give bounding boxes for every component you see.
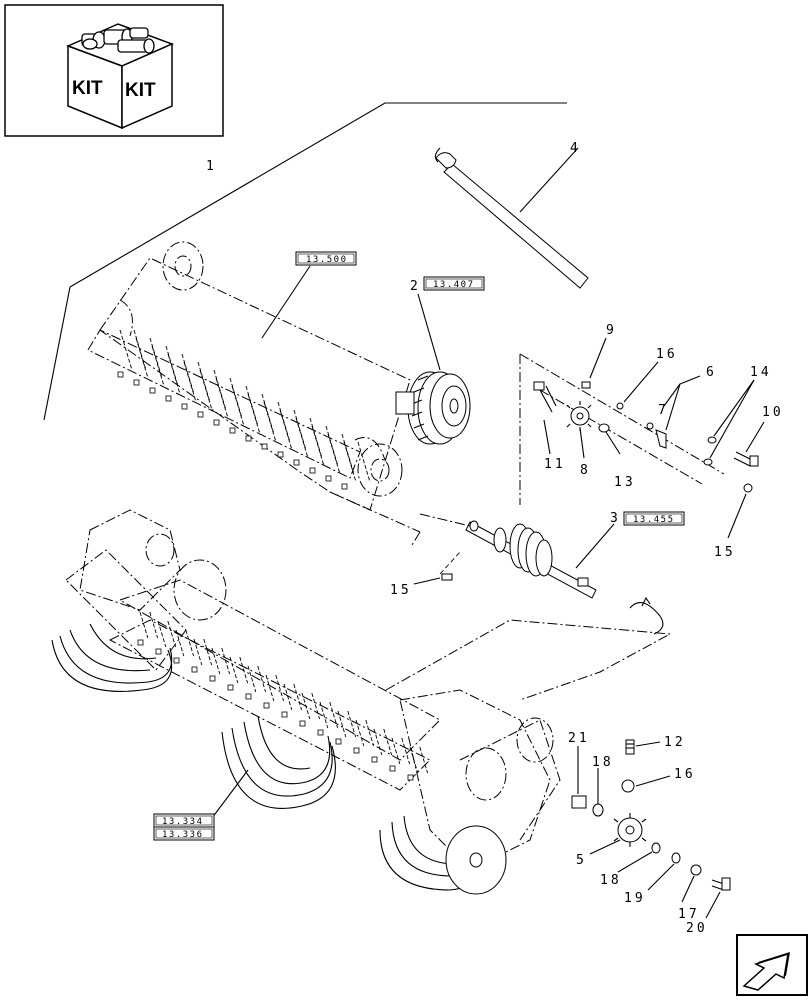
callout-7: 7	[658, 403, 669, 418]
kit-icon-panel: KIT KIT	[4, 4, 224, 137]
sprocket-part-5	[589, 813, 647, 855]
hardware-group	[519, 337, 765, 539]
sprocket-clutch-part	[395, 293, 471, 445]
ref-box-13334[interactable]: 13.334	[153, 813, 215, 828]
callout-6: 6	[706, 365, 717, 380]
lower-rotor-tines	[137, 611, 429, 781]
callout-10: 10	[762, 405, 784, 420]
ref-box-13407[interactable]: 13.407	[423, 276, 485, 291]
kit-box-icon: KIT KIT	[66, 23, 174, 130]
callout-16-lower: 16	[674, 767, 696, 782]
rotor-rings-left	[51, 623, 173, 692]
section-reference-boxes: 13.500 13.407 13.455 13.334 13.336	[153, 251, 685, 841]
small-sprocket-part-8	[566, 401, 592, 431]
upper-rotor-tines	[117, 329, 371, 490]
rotor-rings-right	[379, 815, 507, 895]
spanner-rod-part	[434, 147, 589, 289]
callout-5: 5	[576, 853, 587, 868]
lower-rotor-assembly	[51, 509, 561, 895]
callout-15-right: 15	[714, 545, 736, 560]
callout-4: 4	[570, 141, 581, 156]
callout-21: 21	[568, 731, 590, 746]
callout-14: 14	[750, 365, 772, 380]
callout-13: 13	[614, 475, 636, 490]
next-page-arrow-icon[interactable]	[736, 934, 808, 996]
callout-15-left: 15	[390, 583, 412, 598]
ref-13407-label: 13.407	[433, 280, 475, 290]
ref-box-13500[interactable]: 13.500	[295, 251, 357, 266]
ref-13334-label: 13.334	[162, 817, 204, 827]
bolt-part-10	[733, 451, 759, 467]
callout-18-upper: 18	[592, 755, 614, 770]
ref-13336-label: 13.336	[162, 830, 204, 840]
ref-box-13336[interactable]: 13.336	[153, 826, 215, 841]
lower-hardware-group	[571, 739, 731, 919]
callout-3: 3	[610, 511, 621, 526]
callout-19: 19	[624, 891, 646, 906]
callout-18-lower: 18	[600, 873, 622, 888]
callout-12: 12	[664, 735, 686, 750]
callout-16-upper: 16	[656, 347, 678, 362]
kit-label-left: KIT	[72, 78, 103, 99]
drive-shaft-part	[413, 513, 664, 635]
rotor-rings-center	[221, 715, 336, 809]
kit-label-right: KIT	[125, 80, 156, 101]
callout-11: 11	[544, 457, 566, 472]
callout-2: 2	[410, 279, 421, 294]
ref-13455-label: 13.455	[633, 515, 675, 525]
ref-box-13455[interactable]: 13.455	[623, 511, 685, 526]
ref-13500-label: 13.500	[306, 255, 348, 265]
bolt-part-11	[533, 381, 557, 413]
assembly-bracket-lines	[43, 102, 567, 421]
callout-20: 20	[686, 921, 708, 936]
callout-8: 8	[580, 463, 591, 478]
callout-17: 17	[678, 907, 700, 922]
callout-labels: 1 2 3 4 5 6 7 8 9 10 11 12 13 14 15 15 1…	[206, 141, 784, 936]
callout-9: 9	[606, 323, 617, 338]
callout-1: 1	[206, 159, 217, 174]
upper-rotor-assembly	[87, 241, 421, 546]
